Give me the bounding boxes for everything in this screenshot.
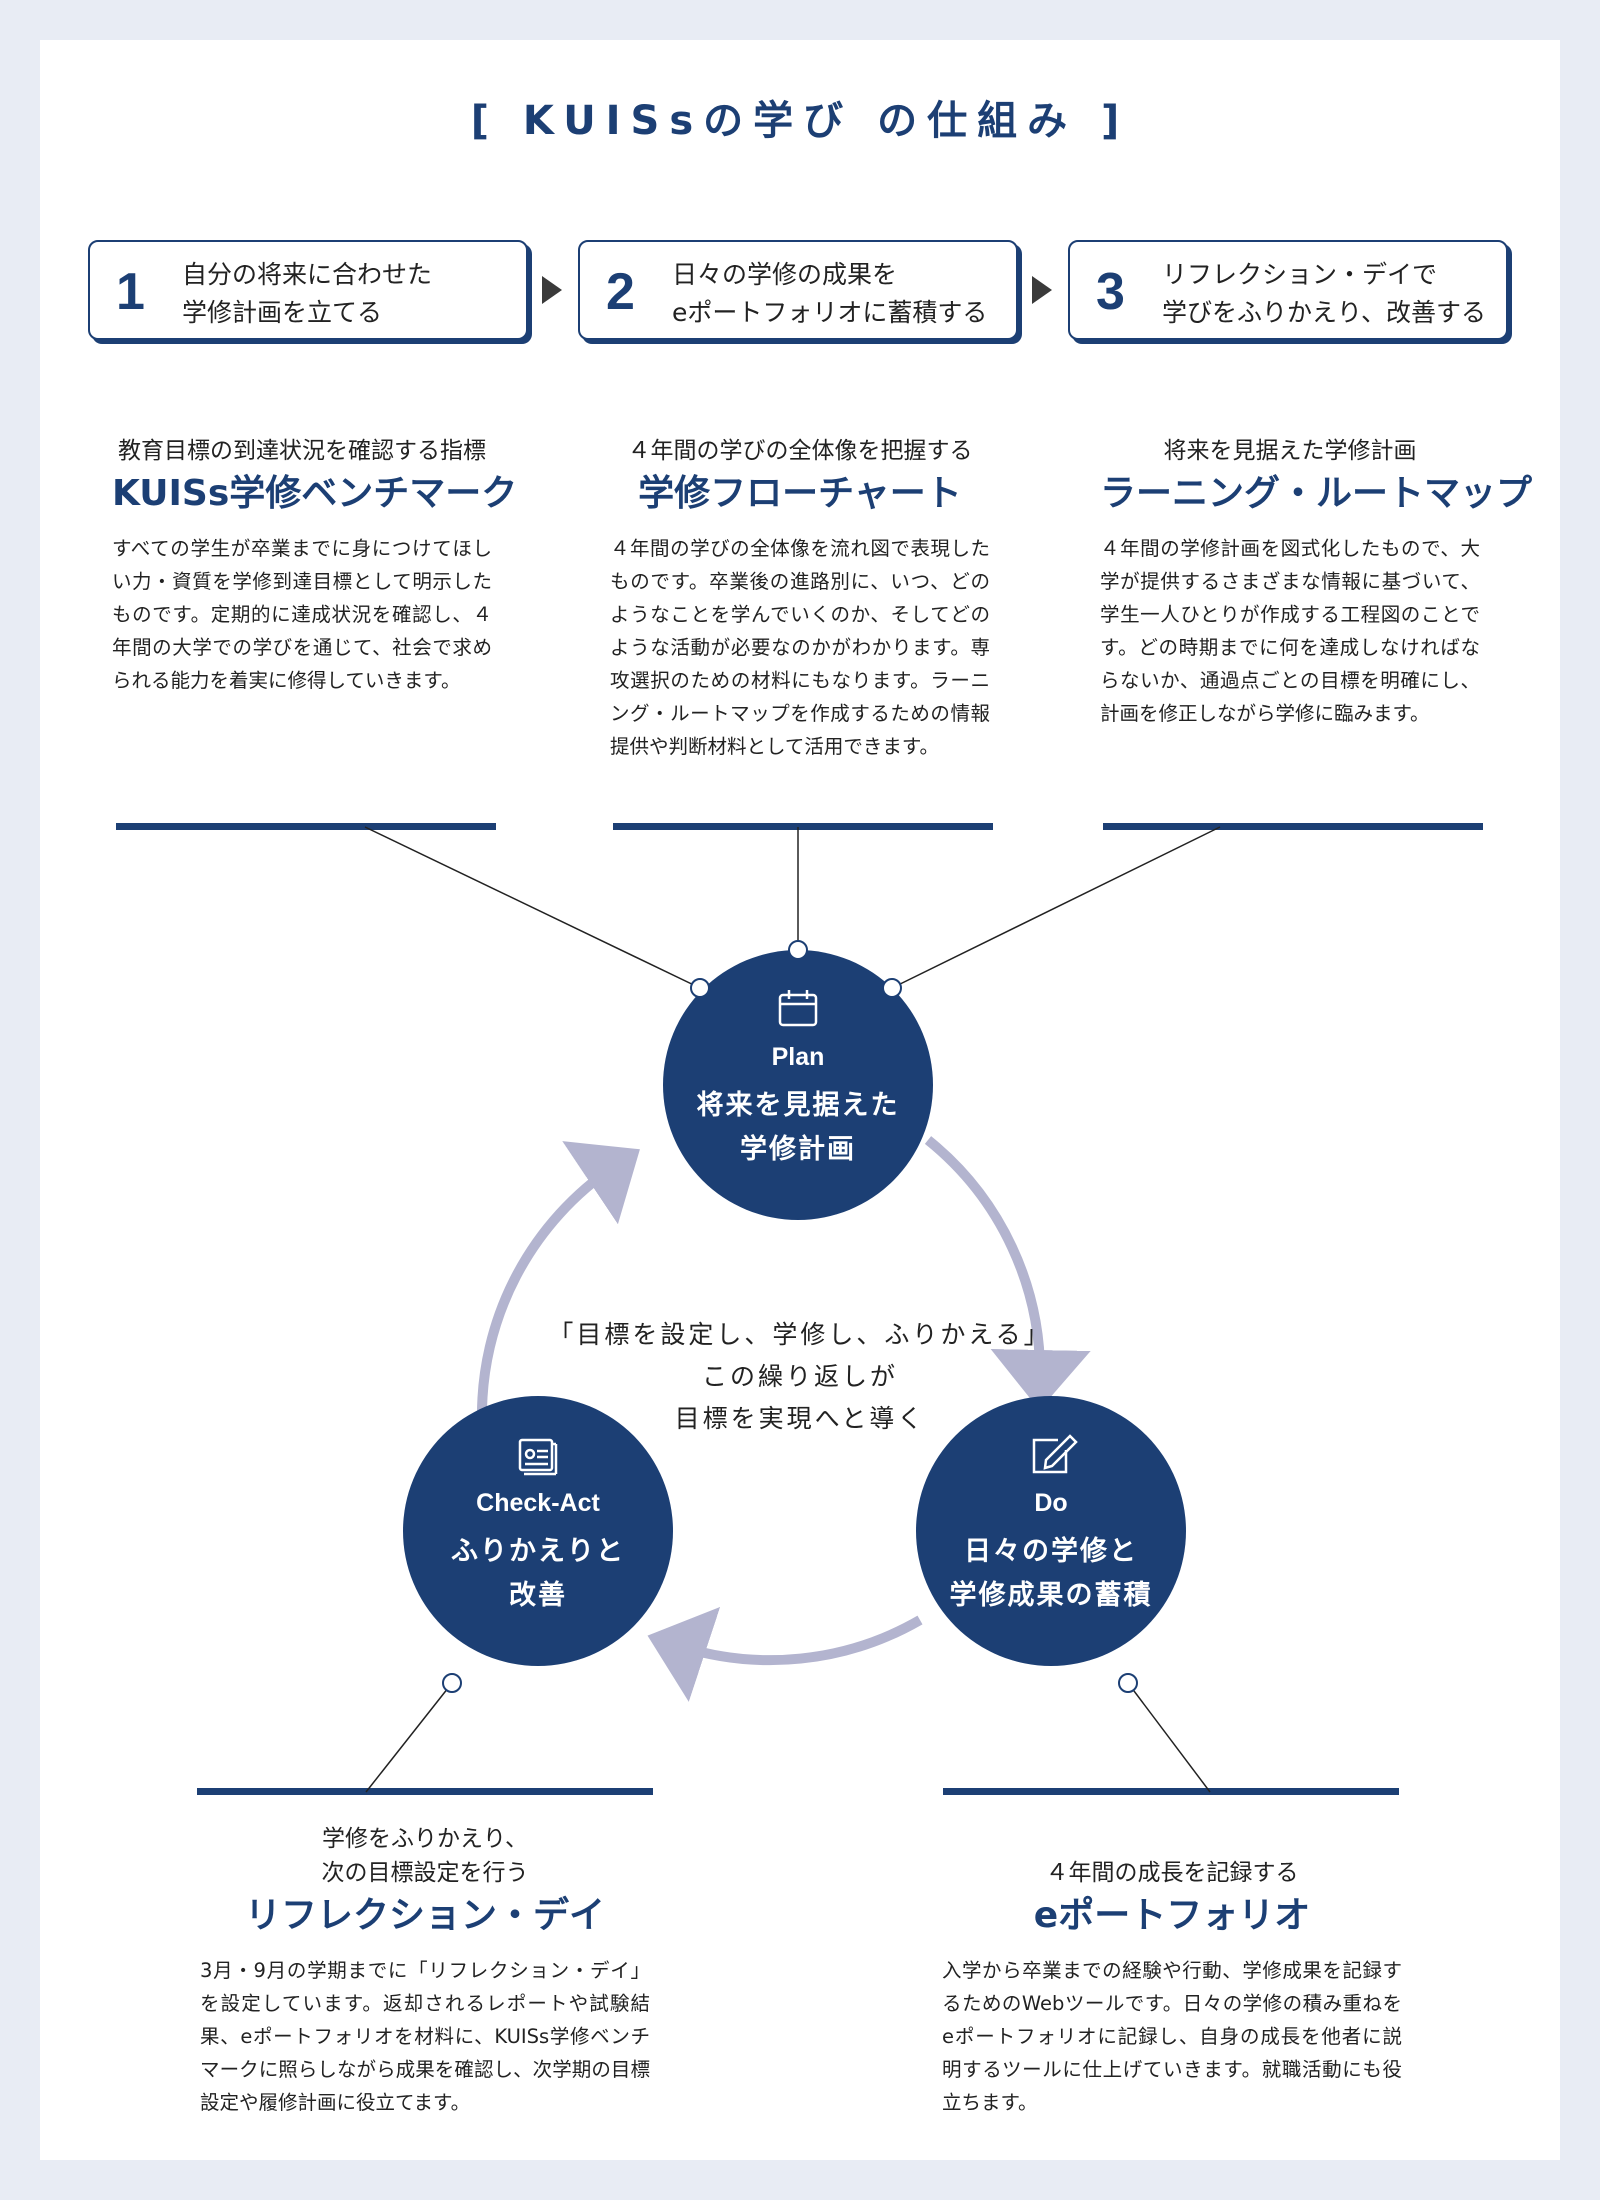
step-text: 日々の学修の成果を eポートフォリオに蓄積する [672, 256, 1012, 332]
divider-bar [197, 1788, 653, 1795]
feature-body: 3月・9月の学期までに「リフレクション・デイ」を設定しています。返却されるレポー… [200, 1959, 650, 2114]
step-arrow-icon [1032, 276, 1052, 304]
do-description: 日々の学修と 学修成果の蓄積 [921, 1530, 1181, 1618]
plan-line-1: 将来を見据えた [696, 1090, 900, 1121]
connector-line [364, 826, 701, 989]
center-line-3: 目標を実現へと導く [674, 1404, 926, 1433]
connector-dot [690, 978, 710, 998]
feature-portfolio: ４年間の成長を記録する eポートフォリオ 入学から卒業までの経験や行動、学修成果… [942, 1856, 1402, 2119]
feature-body: すべての学生が卒業までに身につけてほしい力・資質を学修到達目標として明示したもの… [112, 537, 492, 692]
do-line-1: 日々の学修と [964, 1536, 1138, 1567]
divider-bar [116, 823, 496, 830]
step-text: 自分の将来に合わせた 学修計画を立てる [182, 256, 522, 332]
connector-line [365, 1682, 453, 1793]
step-card-2: 2 日々の学修の成果を eポートフォリオに蓄積する [578, 240, 1018, 340]
feature-subtitle-1: 学修をふりかえり、 [321, 1826, 529, 1852]
feature-heading: eポートフォリオ [1033, 1895, 1311, 1936]
connector-line [891, 826, 1221, 989]
feature-subtitle: 教育目標の到達状況を確認する指標 [118, 438, 486, 464]
main-panel: [ KUISsの学び の仕組み ] 1 自分の将来に合わせた 学修計画を立てる … [40, 40, 1560, 2160]
check-act-line-2: 改善 [509, 1580, 567, 1611]
feature-heading: KUISs学修ベンチマーク [112, 473, 518, 514]
center-line-2: この繰り返しが [701, 1362, 898, 1391]
connector-line [1127, 1682, 1211, 1793]
edit-icon [1032, 1434, 1078, 1474]
do-title: Do [1034, 1489, 1068, 1517]
divider-bar [943, 1788, 1399, 1795]
feature-heading: ラーニング・ルートマップ [1100, 473, 1533, 514]
do-line-2: 学修成果の蓄積 [949, 1580, 1153, 1611]
plan-description: 将来を見据えた 学修計画 [668, 1084, 928, 1172]
feature-subtitle-2: 次の目標設定を行う [321, 1860, 529, 1886]
do-label: Do 日々の学修と 学修成果の蓄積 [921, 1486, 1181, 1618]
connector-dot [442, 1673, 462, 1693]
feature-heading: リフレクション・デイ [244, 1895, 605, 1936]
page-title: [ KUISsの学び の仕組み ] [470, 98, 1130, 144]
feature-body: 入学から卒業までの経験や行動、学修成果を記録するためのWebツールです。日々の学… [942, 1959, 1402, 2114]
connector-dot [788, 940, 808, 960]
step-line-2: 学びをふりかえり、改善する [1162, 298, 1487, 327]
step-text: リフレクション・デイで 学びをふりかえり、改善する [1162, 256, 1502, 332]
check-act-description: ふりかえりと 改善 [408, 1530, 668, 1618]
feature-subtitle: ４年間の学びの全体像を把握する [627, 438, 973, 464]
divider-bar [613, 823, 993, 830]
feature-subtitle: ４年間の成長を記録する [1045, 1860, 1299, 1886]
feature-routemap: 将来を見据えた学修計画 ラーニング・ルートマップ ４年間の学修計画を図式化したも… [1100, 434, 1533, 730]
feature-body: ４年間の学修計画を図式化したもので、大学が提供するさまざまな情報に基づいて、学生… [1100, 537, 1480, 725]
divider-bar [1103, 823, 1483, 830]
step-line-2: 学修計画を立てる [182, 298, 383, 327]
check-act-line-1: ふりかえりと [451, 1536, 625, 1567]
feature-subtitle: 将来を見据えた学修計画 [1163, 438, 1417, 464]
feature-reflection: 学修をふりかえり、 次の目標設定を行う リフレクション・デイ 3月・9月の学期ま… [200, 1822, 650, 2119]
center-line-1: 「目標を設定し、学修し、ふりかえる」 [548, 1320, 1052, 1349]
feature-heading: 学修フローチャート [638, 473, 962, 514]
step-line-1: 自分の将来に合わせた [182, 260, 433, 289]
connector-dot [1118, 1673, 1138, 1693]
feature-benchmark: 教育目標の到達状況を確認する指標 KUISs学修ベンチマーク すべての学生が卒業… [112, 434, 518, 697]
step-line-1: リフレクション・デイで [1162, 260, 1438, 289]
step-card-3: 3 リフレクション・デイで 学びをふりかえり、改善する [1068, 240, 1508, 340]
feature-flowchart: ４年間の学びの全体像を把握する 学修フローチャート ４年間の学びの全体像を流れ図… [610, 434, 990, 763]
step-number: 2 [606, 263, 635, 321]
step-number: 1 [116, 263, 145, 321]
step-arrow-icon [542, 276, 562, 304]
plan-line-2: 学修計画 [740, 1134, 856, 1165]
step-line-1: 日々の学修の成果を [672, 260, 898, 289]
document-list-icon [518, 1438, 558, 1476]
calendar-icon [778, 990, 818, 1027]
feature-body: ４年間の学びの全体像を流れ図で表現したものです。卒業後の進路別に、いつ、どのよう… [610, 537, 990, 758]
check-act-label: Check-Act ふりかえりと 改善 [408, 1486, 668, 1618]
connector-dot [882, 978, 902, 998]
cycle-center-text: 「目標を設定し、学修し、ふりかえる」 この繰り返しが 目標を実現へと導く [500, 1314, 1100, 1440]
step-number: 3 [1096, 263, 1125, 321]
plan-label: Plan 将来を見据えた 学修計画 [668, 1040, 928, 1172]
cycle-arrow-do-to-check [647, 1606, 923, 1702]
step-line-2: eポートフォリオに蓄積する [672, 298, 988, 327]
step-card-1: 1 自分の将来に合わせた 学修計画を立てる [88, 240, 528, 340]
check-act-title: Check-Act [476, 1489, 600, 1517]
plan-title: Plan [771, 1043, 825, 1071]
